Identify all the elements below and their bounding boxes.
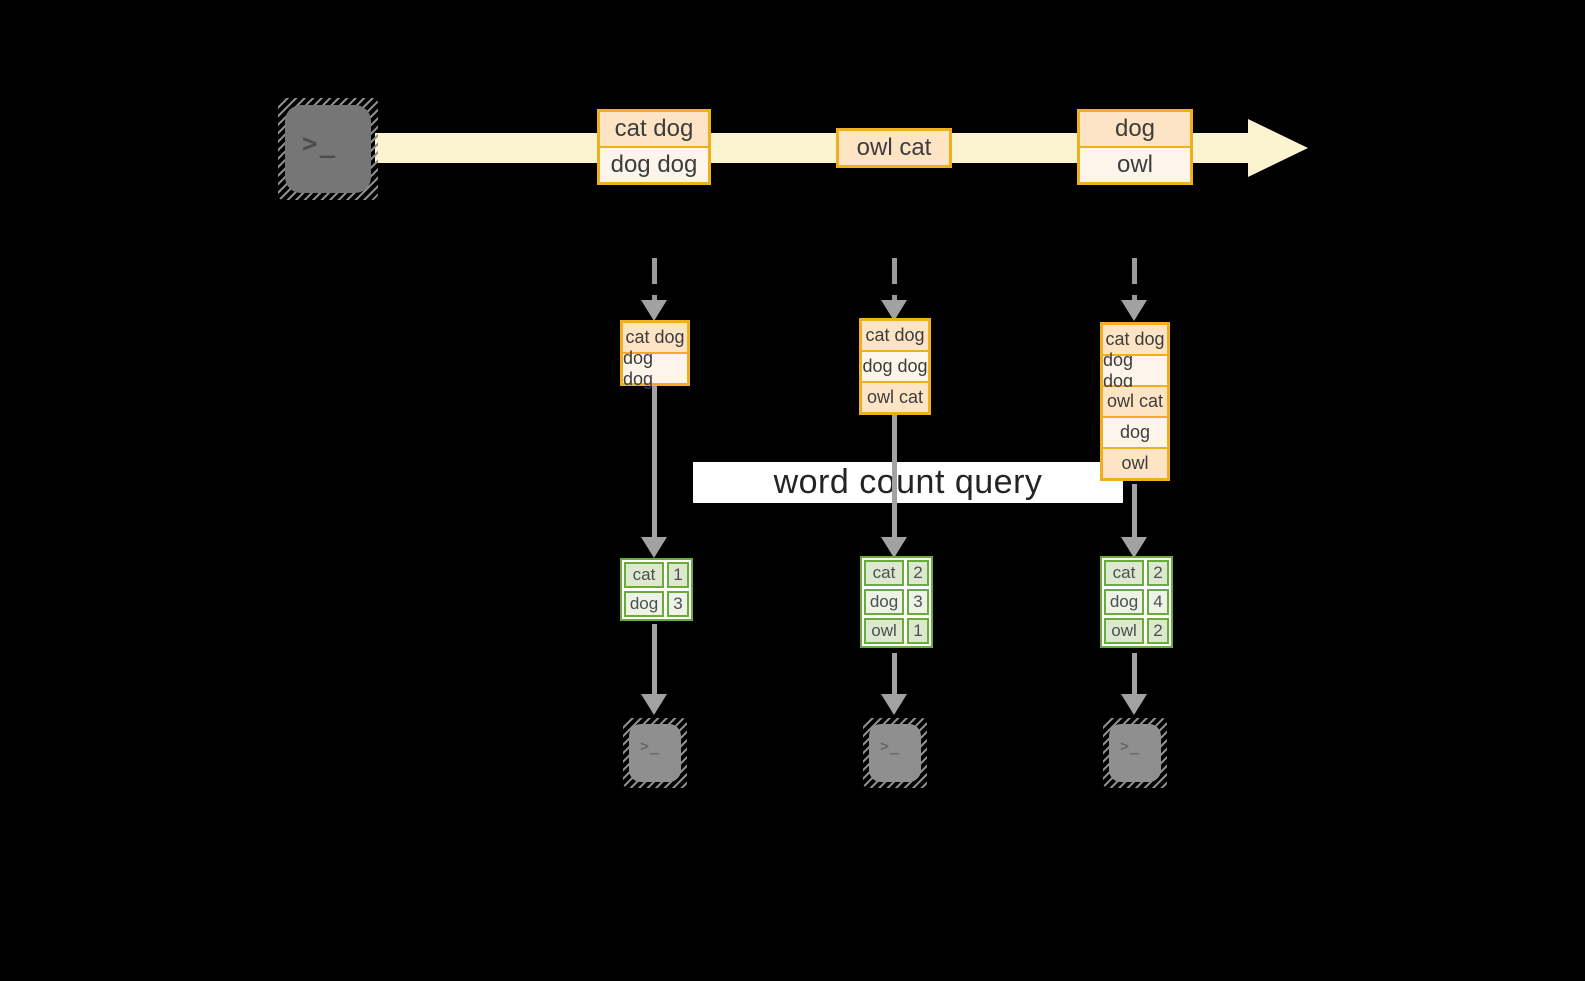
table-count-cell: 1 <box>667 562 689 588</box>
terminal-prompt-icon: >_ <box>640 737 661 755</box>
arrow-line <box>892 653 897 695</box>
word-count-table: cat 2 dog 4 owl 2 <box>1100 556 1173 648</box>
stream-event-box: owl cat <box>836 128 952 168</box>
arrow-head <box>881 537 907 558</box>
buffer-row: cat dog <box>623 323 687 352</box>
buffer-row: dog dog <box>623 348 687 389</box>
query-label: word count query <box>693 462 1123 503</box>
buffer-row: owl cat <box>1103 387 1167 416</box>
buffer-row: dog dog <box>1103 350 1167 391</box>
table-word-cell: owl <box>864 618 904 644</box>
arrow-head <box>881 694 907 715</box>
stream-event-row: dog dog <box>600 148 708 182</box>
arrow-line <box>1132 484 1137 537</box>
table-count-cell: 4 <box>1147 589 1169 615</box>
event-buffer-stack: cat dog dog dog <box>620 320 690 389</box>
table-word-cell: dog <box>1104 589 1144 615</box>
buffer-row: dog dog <box>862 352 928 381</box>
client-terminal-icon: >_ <box>623 718 687 788</box>
terminal-body: >_ <box>869 724 921 782</box>
terminal-prompt-icon: >_ <box>1120 737 1141 755</box>
dashed-arrow-line <box>1132 258 1137 302</box>
stream-event-row: cat dog <box>600 112 708 146</box>
table-count-cell: 2 <box>907 560 929 586</box>
arrow-head <box>641 537 667 558</box>
producer-terminal-icon: >_ <box>278 98 378 200</box>
table-count-cell: 1 <box>907 618 929 644</box>
dashed-arrow-head <box>881 300 907 321</box>
dashed-arrow-line <box>892 258 897 302</box>
table-count-cell: 2 <box>1147 618 1169 644</box>
buffer-row: cat dog <box>862 321 928 350</box>
terminal-body: >_ <box>629 724 681 782</box>
arrow-head <box>641 694 667 715</box>
buffer-row: dog <box>1103 418 1167 447</box>
dashed-arrow-head <box>1121 300 1147 321</box>
stream-event-box: dog owl <box>1077 109 1193 185</box>
arrow-head <box>1121 537 1147 558</box>
event-buffer-stack: cat dog dog dog owl cat <box>859 318 931 415</box>
stream-event-box: cat dog dog dog <box>597 109 711 185</box>
arrow-line <box>1132 653 1137 695</box>
table-count-cell: 3 <box>907 589 929 615</box>
arrow-head <box>1121 694 1147 715</box>
terminal-body: >_ <box>1109 724 1161 782</box>
table-word-cell: cat <box>1104 560 1144 586</box>
stream-event-row: owl cat <box>839 131 949 165</box>
word-count-table: cat 1 dog 3 <box>620 558 693 621</box>
table-word-cell: cat <box>864 560 904 586</box>
table-word-cell: dog <box>624 591 664 617</box>
stream-event-row: owl <box>1080 148 1190 182</box>
dashed-arrow-head <box>641 300 667 321</box>
buffer-row: owl <box>1103 449 1167 478</box>
stream-event-row: dog <box>1080 112 1190 146</box>
terminal-body: >_ <box>285 105 371 193</box>
terminal-prompt-icon: >_ <box>880 737 901 755</box>
client-terminal-icon: >_ <box>1103 718 1167 788</box>
arrow-line <box>892 413 897 537</box>
word-count-table: cat 2 dog 3 owl 1 <box>860 556 933 648</box>
terminal-prompt-icon: >_ <box>302 129 338 159</box>
buffer-row: cat dog <box>1103 325 1167 354</box>
table-word-cell: cat <box>624 562 664 588</box>
table-word-cell: dog <box>864 589 904 615</box>
event-buffer-stack: cat dog dog dog owl cat dog owl <box>1100 322 1170 481</box>
table-count-cell: 2 <box>1147 560 1169 586</box>
table-word-cell: owl <box>1104 618 1144 644</box>
arrow-line <box>652 624 657 695</box>
table-count-cell: 3 <box>667 591 689 617</box>
client-terminal-icon: >_ <box>863 718 927 788</box>
arrow-line <box>652 384 657 538</box>
buffer-row: owl cat <box>862 383 928 412</box>
stream-arrow-head <box>1248 119 1308 177</box>
dashed-arrow-line <box>652 258 657 302</box>
